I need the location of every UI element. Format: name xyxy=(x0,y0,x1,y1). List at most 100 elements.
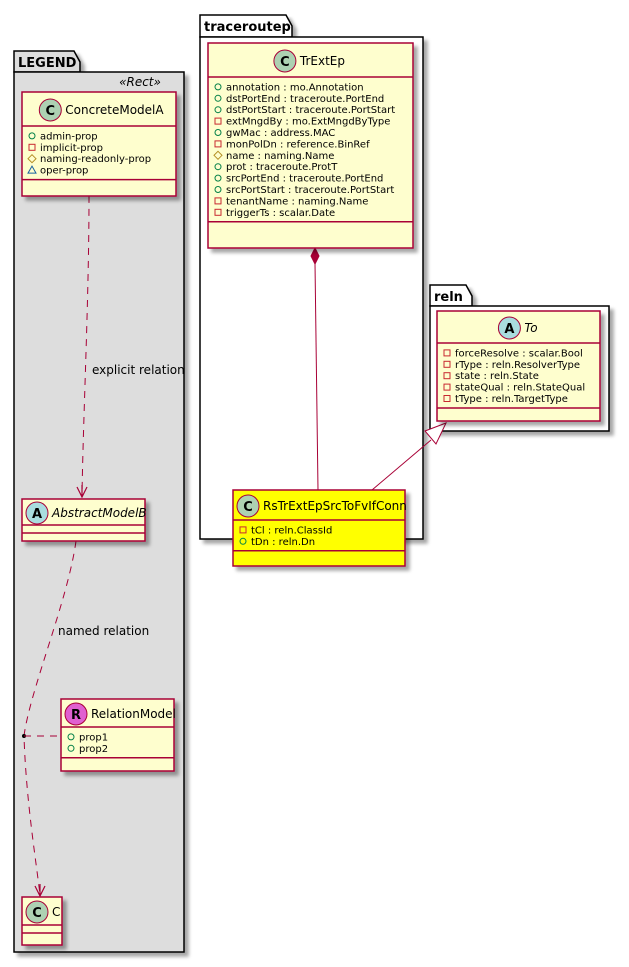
attribute-text: dstPortEnd : traceroute.PortEnd xyxy=(226,94,384,105)
class-attribute: srcPortEnd : traceroute.PortEnd xyxy=(214,174,383,185)
composition-diamond xyxy=(310,246,320,266)
package-legend-tab xyxy=(13,50,81,73)
package-reln-tab xyxy=(429,284,473,307)
attribute-text: annotation : mo.Annotation xyxy=(226,82,364,93)
class-spot-letter: R xyxy=(71,708,81,723)
visibility-public-icon xyxy=(214,163,222,171)
attribute-text: tDn : reln.Dn xyxy=(251,537,315,548)
class-spot-letter: C xyxy=(280,55,290,70)
class-name: To xyxy=(524,321,537,335)
visibility-public-icon xyxy=(239,537,247,545)
class-attribute: srcPortStart : traceroute.PortStart xyxy=(214,185,394,196)
class-attribute: annotation : mo.Annotation xyxy=(214,82,364,93)
visibility-protected-icon xyxy=(27,153,37,164)
visibility-private-icon xyxy=(443,372,451,380)
package-legend-title: LEGEND xyxy=(18,56,77,71)
attribute-text: srcPortStart : traceroute.PortStart xyxy=(226,185,394,196)
visibility-public-icon xyxy=(214,94,222,102)
class-spot-class-icon xyxy=(273,49,297,73)
class-name: ConcreteModelA xyxy=(65,103,164,117)
class-spot-letter: A xyxy=(32,507,42,522)
class-attribute: monPolDn : reference.BinRef xyxy=(214,139,370,150)
class-spot-abstract-icon xyxy=(25,501,49,525)
class-concrete-model-a[interactable]: C ConcreteModelA admin-propimplicit-propna… xyxy=(21,91,177,197)
attribute-text: monPolDn : reference.BinRef xyxy=(226,139,370,150)
edge-generalization xyxy=(371,439,432,491)
class-spot-class-icon xyxy=(25,900,49,924)
class-attribute: dstPortStart : traceroute.PortStart xyxy=(214,105,395,116)
visibility-public-icon xyxy=(67,733,75,741)
class-spot-letter: C xyxy=(32,906,42,921)
edge-named-arrowhead xyxy=(34,884,46,898)
class-attribute: prop1 xyxy=(67,732,108,743)
attribute-text: state : reln.State xyxy=(455,371,539,382)
class-spot-abstract-icon xyxy=(497,316,521,340)
edge-explicit-arrowhead xyxy=(76,485,88,499)
attribute-text: name : naming.Name xyxy=(226,151,334,162)
attribute-text: naming-readonly-prop xyxy=(40,154,151,165)
class-name: RelationModel xyxy=(91,707,176,721)
attribute-text: srcPortEnd : traceroute.PortEnd xyxy=(226,174,383,185)
class-spot-letter: A xyxy=(504,322,514,337)
package-legend-stereotype: «Rect» xyxy=(119,75,161,89)
attribute-text: dstPortStart : traceroute.PortStart xyxy=(226,105,395,116)
package-reln-title: reln xyxy=(434,290,463,305)
visibility-public-icon xyxy=(214,186,222,193)
class-attribute: admin-prop xyxy=(28,131,98,142)
class-attribute: tDn : reln.Dn xyxy=(239,537,315,548)
class-attribute: oper-prop xyxy=(27,165,88,177)
class-attribute: forceResolve : scalar.Bool xyxy=(443,348,583,359)
class-name: C xyxy=(52,905,60,919)
edges: explicit relation named relation xyxy=(22,195,447,898)
class-attribute: prop2 xyxy=(67,744,108,755)
class-spot-class-icon xyxy=(38,98,62,122)
visibility-private-icon xyxy=(443,349,451,357)
visibility-private-icon xyxy=(239,526,247,534)
attribute-text: stateQual : reln.StateQual xyxy=(455,383,585,394)
class-attribute: tenantName : naming.Name xyxy=(214,196,368,207)
class-attribute: extMngdBy : mo.ExtMngdByType xyxy=(214,117,390,128)
class-abstract-model-b[interactable]: A AbstractModelB xyxy=(21,498,147,542)
class-attribute: tType : reln.TargetType xyxy=(443,394,568,405)
visibility-private-icon xyxy=(28,143,36,151)
attribute-text: prop2 xyxy=(79,744,108,755)
visibility-public-icon xyxy=(214,129,222,136)
class-spot-relation-icon xyxy=(64,702,88,726)
attribute-text: triggerTs : scalar.Date xyxy=(226,208,335,219)
class-attribute: triggerTs : scalar.Date xyxy=(214,208,335,219)
class-spot-class-icon xyxy=(236,494,260,518)
class-attribute: naming-readonly-prop xyxy=(27,153,151,165)
class-name: AbstractModelB xyxy=(51,506,147,520)
attribute-text: rType : reln.ResolverType xyxy=(455,360,580,371)
visibility-private-icon xyxy=(443,395,451,402)
attribute-text: forceResolve : scalar.Bool xyxy=(455,348,583,359)
attribute-text: prot : traceroute.ProtT xyxy=(226,162,338,173)
generalization-arrowhead xyxy=(424,422,447,445)
class-name: RsTrExtEpSrcToFvIfConn xyxy=(263,499,407,513)
edge-named-label: named relation xyxy=(58,624,149,638)
package-traceroutep-tab xyxy=(199,14,293,38)
attribute-text: tType : reln.TargetType xyxy=(455,394,568,405)
class-spot-letter: C xyxy=(46,104,56,119)
attribute-text: tenantName : naming.Name xyxy=(226,196,368,207)
class-attribute: tCl : reln.ClassId xyxy=(239,525,332,536)
visibility-private-icon xyxy=(443,360,451,368)
visibility-package-icon xyxy=(27,165,37,174)
visibility-private-icon xyxy=(214,197,222,205)
edge-composition xyxy=(314,262,319,491)
attribute-text: implicit-prop xyxy=(40,143,103,154)
attribute-text: gwMac : address.MAC xyxy=(226,128,335,139)
class-attribute: dstPortEnd : traceroute.PortEnd xyxy=(214,94,384,105)
class-attribute: stateQual : reln.StateQual xyxy=(443,383,585,394)
visibility-private-icon xyxy=(443,383,451,391)
attribute-text: prop1 xyxy=(79,732,108,743)
visibility-public-icon xyxy=(214,106,222,114)
class-attribute: name : naming.Name xyxy=(213,150,334,162)
